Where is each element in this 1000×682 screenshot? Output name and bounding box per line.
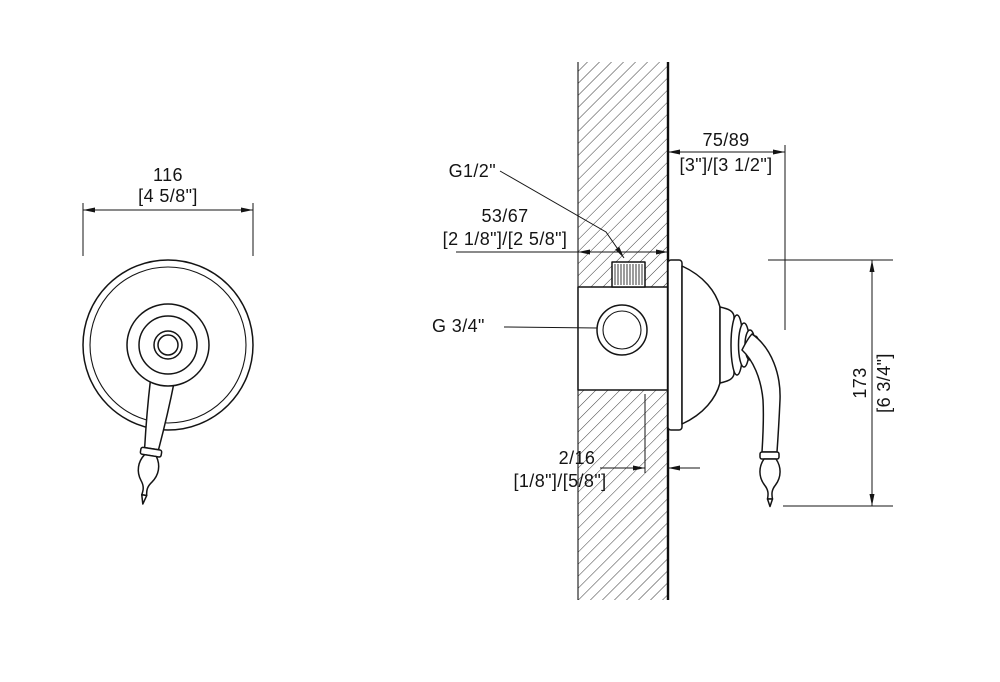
lever-shaft (741, 333, 781, 453)
dim-projection-mm: 75/89 (702, 130, 749, 150)
dim-offset-mm: 2/16 (559, 448, 596, 468)
escutcheon-dome (681, 265, 721, 425)
g12-leader-arrow (499, 170, 625, 259)
lever-collar (759, 451, 780, 460)
lever-tip (141, 493, 148, 505)
dim-width: 116 [4 5/8"] (82, 165, 254, 256)
lever-handle-side (741, 333, 781, 508)
dim-depth-inch: [2 1/8"]/[2 5/8"] (443, 229, 568, 249)
g34-port (596, 304, 648, 356)
thread-lines (614, 264, 643, 285)
escutcheon-plate-side (667, 259, 683, 431)
g12-nipple (611, 261, 646, 288)
dim-height-inch: [6 3/4"] (874, 353, 894, 413)
nipple-body (611, 261, 646, 288)
g34-leader (503, 326, 598, 329)
port-outer (596, 304, 648, 356)
label-g34: G 3/4" (432, 316, 598, 336)
dim-height-mm: 173 (850, 367, 870, 398)
label-g12: G1/2" (449, 161, 625, 259)
lever-tip (766, 498, 774, 508)
valve-body (577, 286, 669, 391)
lever-handle-front (137, 374, 176, 505)
side-view: G1/2" 53/67 [2 1/8"]/[2 5/8"] G 3/4" 75/… (432, 62, 894, 600)
center-button-inner (157, 334, 179, 356)
g34-label-text: G 3/4" (432, 316, 485, 336)
dim-depth-mm: 53/67 (481, 206, 528, 226)
g12-label-text: G1/2" (449, 161, 496, 181)
escutcheon-side (667, 259, 760, 431)
dim-projection-inch: [3"]/[3 1/2"] (679, 155, 772, 175)
lever-finial (137, 453, 160, 497)
handle-hub-side (719, 306, 735, 384)
escutcheon-rim (89, 266, 247, 424)
front-view: 116 [4 5/8"] (82, 165, 254, 505)
port-inner (602, 310, 642, 350)
dim-height: 173 [6 3/4"] (768, 259, 894, 507)
dim-offset: 2/16 [1/8"]/[5/8"] (513, 394, 700, 491)
dim-width-inch: [4 5/8"] (138, 186, 198, 206)
dim-width-mm: 116 (153, 165, 183, 185)
dim-offset-inch: [1/8"]/[5/8"] (513, 471, 606, 491)
lever-finial (759, 458, 781, 500)
dim-depth: 53/67 [2 1/8"]/[2 5/8"] (443, 206, 668, 286)
dim-projection: 75/89 [3"]/[3 1/2"] (668, 130, 786, 330)
